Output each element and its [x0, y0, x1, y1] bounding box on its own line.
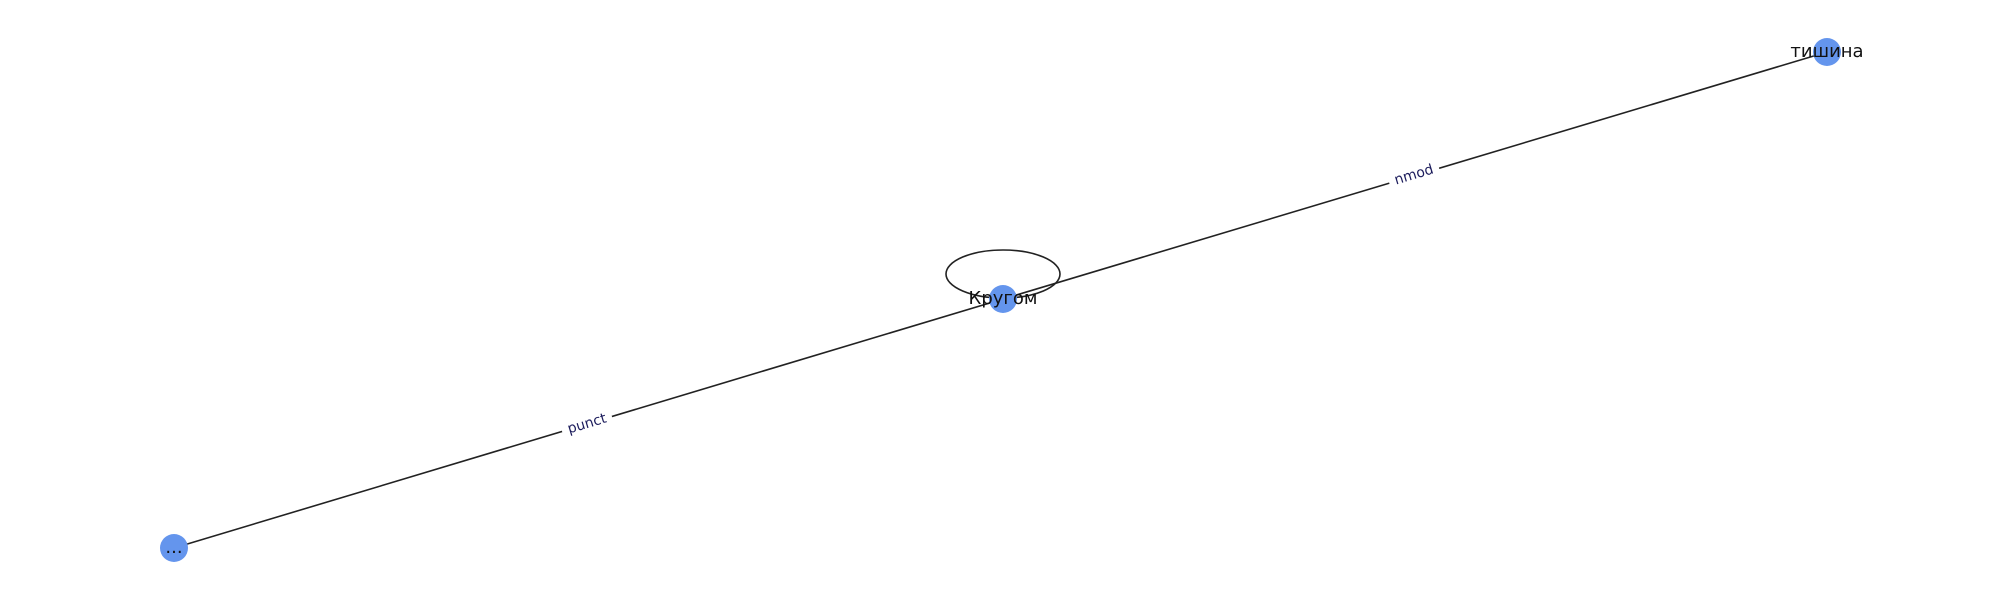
node-root-label: Кругом	[969, 288, 1038, 309]
node-tishina	[1813, 38, 1841, 66]
node-tishina-label: тишина	[1790, 41, 1863, 62]
node-ellipsis-label: ...	[165, 537, 182, 558]
node-ellipsis	[160, 534, 188, 562]
edge-label-nmod: nmod	[1385, 156, 1442, 192]
node-root	[989, 285, 1017, 313]
edge-label-punct: punct	[558, 405, 615, 441]
